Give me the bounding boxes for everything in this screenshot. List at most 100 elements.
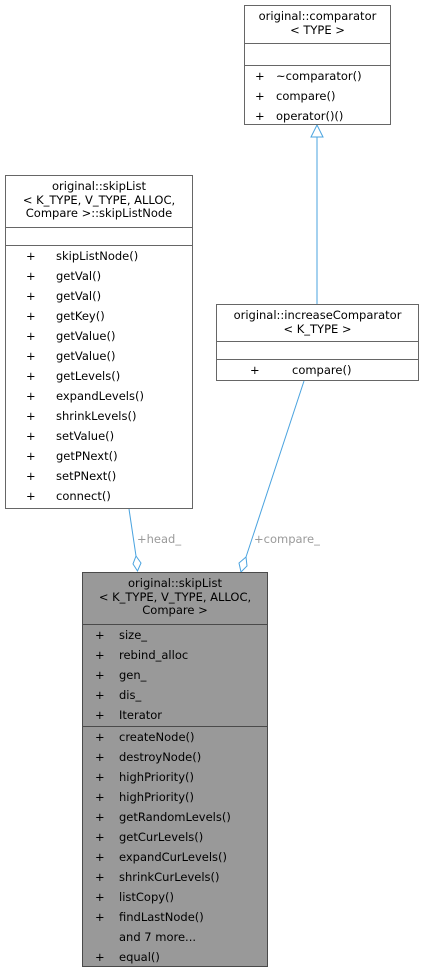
visibility-marker: + [26, 329, 36, 343]
member-name: shrinkCurLevels() [119, 870, 220, 884]
visibility-marker: + [255, 109, 265, 123]
skiplist-class-box[interactable]: original::skipList < K_TYPE, V_TYPE, ALL… [82, 572, 268, 967]
member-row[interactable]: +getValue() [6, 326, 192, 346]
visibility-marker: + [26, 269, 36, 283]
member-row[interactable]: +getVal() [6, 286, 192, 306]
visibility-marker: + [26, 409, 36, 423]
member-name: highPriority() [119, 770, 194, 784]
visibility-marker: + [95, 870, 105, 884]
class-name-line: original::increaseComparator [233, 308, 402, 322]
member-name: getLevels() [56, 369, 121, 383]
member-row[interactable]: +rebind_alloc [83, 645, 267, 665]
member-row[interactable]: + setPNext() [6, 466, 192, 486]
member-row[interactable]: + skipListNode() [6, 246, 192, 266]
member-name: getValue() [56, 349, 116, 363]
member-row[interactable]: +equal() [83, 947, 267, 967]
method-row[interactable]: + operator()() [245, 106, 390, 126]
methods-section: + ~comparator() + compare() + operator()() [245, 65, 390, 126]
class-title: original::skipList < K_TYPE, V_TYPE, ALL… [6, 176, 192, 227]
visibility-marker: + [26, 309, 36, 323]
member-name: highPriority() [119, 790, 194, 804]
member-row[interactable]: +highPriority() [83, 767, 267, 787]
class-template-line: < TYPE > [290, 22, 345, 37]
visibility-marker: + [26, 449, 36, 463]
member-name: dis_ [119, 688, 142, 702]
member-name: findLastNode() [119, 910, 204, 924]
member-row[interactable]: + getPNext() [6, 446, 192, 466]
member-row[interactable]: + size_ [83, 625, 267, 645]
member-row[interactable]: +getRandomLevels() [83, 807, 267, 827]
visibility-marker: + [95, 910, 105, 924]
member-row[interactable]: +getVal() [6, 266, 192, 286]
increasecomparator-class-box[interactable]: original::increaseComparator < K_TYPE > … [216, 304, 419, 381]
member-name: size_ [119, 628, 148, 642]
methods-section: +skipListNode()+getVal()+getVal()+getKey… [6, 245, 192, 506]
member-row[interactable]: +expandLevels() [6, 386, 192, 406]
member-row[interactable]: +destroyNode() [83, 747, 267, 767]
class-title: original::comparator < TYPE > [245, 6, 390, 43]
member-name: destroyNode() [119, 750, 202, 764]
member-row[interactable]: + dis_ [83, 685, 267, 705]
class-template-line: Compare > [142, 603, 208, 617]
member-name: expandCurLevels() [119, 850, 227, 864]
method-name: operator()() [276, 109, 344, 123]
visibility-marker: + [255, 89, 265, 103]
attributes-section [245, 43, 390, 65]
member-name: setPNext() [56, 469, 117, 483]
member-row[interactable]: +getLevels() [6, 366, 192, 386]
visibility-marker: + [26, 349, 36, 363]
method-name: compare() [276, 89, 336, 103]
member-name: getPNext() [56, 449, 118, 463]
visibility-marker: + [95, 890, 105, 904]
visibility-marker: + [26, 469, 36, 483]
member-name: skipListNode() [56, 249, 139, 263]
member-row[interactable]: +getCurLevels() [83, 827, 267, 847]
visibility-marker: + [26, 289, 36, 303]
member-row[interactable]: +connect() [6, 486, 192, 506]
visibility-marker: + [95, 628, 105, 642]
attributes-section [217, 341, 418, 359]
visibility-marker: + [26, 249, 36, 263]
member-name: connect() [56, 489, 111, 503]
member-row[interactable]: + getValue() [6, 346, 192, 366]
compare-association-line [245, 380, 305, 558]
member-name: getRandomLevels() [119, 810, 231, 824]
member-row[interactable]: +gen_ [83, 665, 267, 685]
member-name: rebind_alloc [119, 648, 189, 662]
class-template-line: < K_TYPE, V_TYPE, ALLOC, [98, 589, 252, 604]
member-row[interactable]: +shrinkLevels() [6, 406, 192, 426]
visibility-marker: + [255, 69, 265, 83]
attributes-section: +size_+rebind_alloc+gen_+dis_+Iterator [83, 624, 267, 726]
visibility-marker: + [26, 429, 36, 443]
visibility-marker: + [250, 363, 260, 377]
member-row[interactable]: +createNode() [83, 727, 267, 747]
methods-section: + compare() [217, 359, 418, 380]
member-row[interactable]: +Iterator [83, 705, 267, 725]
method-name: ~comparator() [276, 69, 362, 83]
method-row[interactable]: + compare() [217, 360, 418, 380]
class-template-line: < K_TYPE, V_TYPE, ALLOC, [22, 192, 176, 207]
visibility-marker: + [95, 790, 105, 804]
method-row[interactable]: + compare() [245, 86, 390, 106]
member-row[interactable]: +listCopy() [83, 887, 267, 907]
member-row[interactable]: + findLastNode() [83, 907, 267, 927]
member-row[interactable]: +expandCurLevels() [83, 847, 267, 867]
attributes-section [6, 227, 192, 245]
visibility-marker: + [95, 688, 105, 702]
member-name: getKey() [56, 309, 105, 323]
member-name: and 7 more... [119, 930, 197, 944]
member-row[interactable]: + shrinkCurLevels() [83, 867, 267, 887]
member-row[interactable]: + getKey() [6, 306, 192, 326]
class-name-line: original::skipList [128, 576, 222, 590]
head-association-line [128, 508, 137, 557]
skiplistnode-class-box[interactable]: original::skipList < K_TYPE, V_TYPE, ALL… [5, 175, 193, 509]
comparator-class-box[interactable]: original::comparator < TYPE > + ~comparat… [244, 5, 391, 125]
member-row[interactable]: +setValue() [6, 426, 192, 446]
class-name-line: original::skipList [52, 179, 146, 193]
visibility-marker: + [95, 708, 105, 722]
method-row[interactable]: + ~comparator() [245, 66, 390, 86]
method-name: compare() [292, 363, 352, 377]
more-members-row[interactable]: and 7 more... [83, 927, 267, 947]
member-row[interactable]: + highPriority() [83, 787, 267, 807]
